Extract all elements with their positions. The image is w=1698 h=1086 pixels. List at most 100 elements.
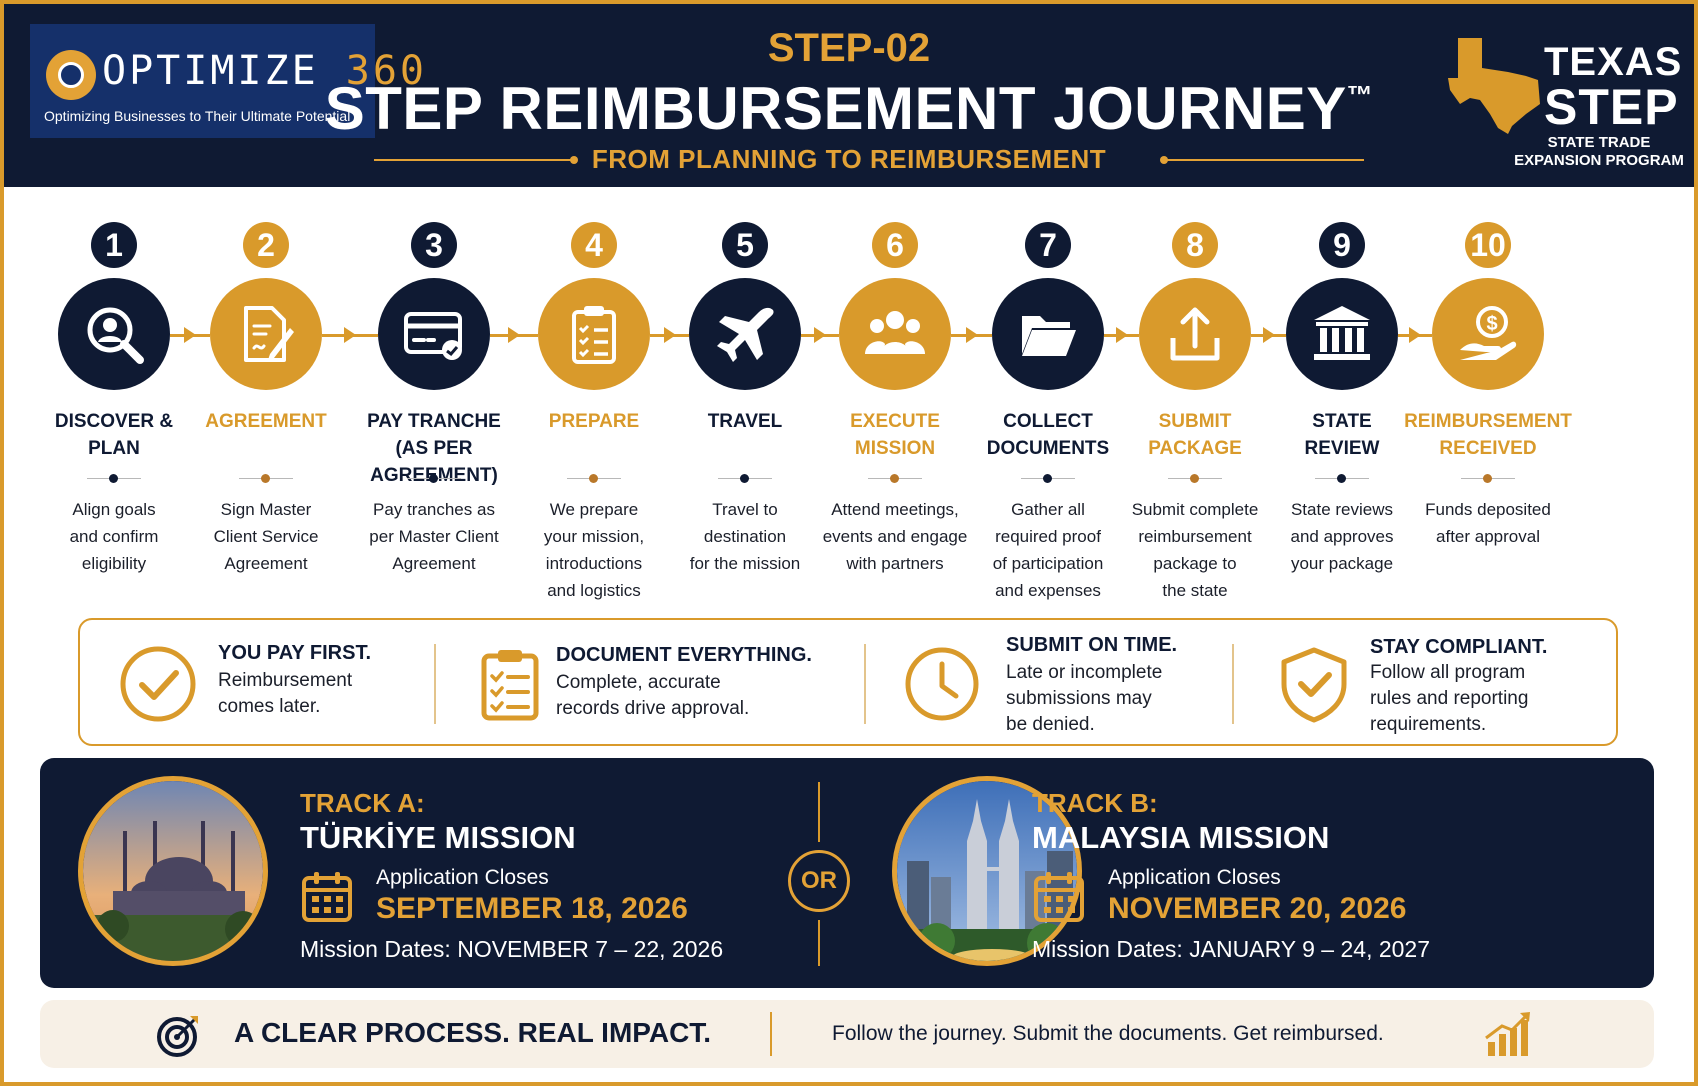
step-separator (660, 472, 830, 484)
step-connector-arrow (1115, 327, 1128, 343)
growth-chart-icon (1485, 1012, 1530, 1056)
government-building-icon (1314, 306, 1370, 360)
step-separator (29, 472, 199, 484)
step-connector-arrow (1262, 327, 1275, 343)
tip-divider (434, 644, 436, 724)
step-connector-arrow (344, 327, 356, 343)
tip-title: DOCUMENT EVERYTHING. (556, 644, 812, 666)
document-sign-icon (244, 306, 294, 362)
turkiye-mosque-photo (78, 776, 268, 966)
calendar-icon (1034, 872, 1084, 922)
step-separator (963, 472, 1133, 484)
track-b-label: TRACK B: (1032, 788, 1158, 818)
clipboard-icon (481, 650, 539, 721)
trademark-mark: ™ (1346, 80, 1374, 110)
footer-tagline: Follow the journey. Submit the documents… (832, 1022, 1384, 1045)
or-divider-top (818, 782, 820, 842)
credit-card-icon (404, 312, 462, 360)
track-a-mission-dates: Mission Dates: NOVEMBER 7 – 22, 2026 (300, 936, 724, 962)
page-subtitle: FROM PLANNING TO REIMBURSEMENT (591, 144, 1107, 174)
logo-name: OPTIMIZE 360 (102, 48, 427, 94)
step-number-badge: 10 (1465, 222, 1511, 268)
hand-money-icon: $ (1460, 306, 1517, 360)
header-banner: OPTIMIZE 360 Optimizing Businesses to Th… (4, 4, 1694, 187)
logo-name-number: 360 (345, 48, 427, 94)
step-icon-circle (839, 278, 951, 390)
page-title: STEP REIMBURSEMENT JOURNEY™ (4, 74, 1694, 143)
step-number-badge: 1 (91, 222, 137, 268)
logo-name-word: OPTIMIZE (102, 48, 319, 94)
footer-headline: A CLEAR PROCESS. REAL IMPACT. (234, 1017, 712, 1048)
footer-divider (770, 1012, 772, 1056)
or-divider-bottom (818, 920, 820, 966)
target-arrow-icon (157, 1016, 198, 1057)
step-icon-circle (1139, 278, 1251, 390)
texas-step-subtitle: STATE TRADE EXPANSION PROGRAM (1504, 134, 1694, 170)
step-separator (1110, 472, 1280, 484)
step-icon-circle (58, 278, 170, 390)
svg-text:$: $ (1486, 313, 1497, 335)
search-person-icon (87, 307, 144, 364)
step-title: PAY TRANCHE(AS PER AGREEMENT) (367, 411, 501, 486)
step-number-badge: 8 (1172, 222, 1218, 268)
subtitle-rule-left (374, 159, 572, 161)
clock-icon (905, 647, 979, 721)
mission-tracks-panel: TRACK A: TÜRKİYE MISSION Application Clo… (40, 758, 1654, 988)
step-number-badge: 3 (411, 222, 457, 268)
texas-step-sub2: EXPANSION PROGRAM (1514, 152, 1684, 169)
tip-divider (864, 644, 866, 724)
logo-tagline: Optimizing Businesses to Their Ultimate … (44, 108, 351, 124)
footer-banner: A CLEAR PROCESS. REAL IMPACT. Follow the… (40, 1000, 1654, 1068)
step-separator (810, 472, 980, 484)
step-number-badge: 7 (1025, 222, 1071, 268)
clipboard-checklist-icon (572, 306, 616, 364)
page-title-text: STEP REIMBURSEMENT JOURNEY (324, 75, 1347, 142)
step-connector-arrow (1409, 327, 1421, 343)
subtitle-rule-right (1166, 159, 1364, 161)
upload-icon (1170, 307, 1220, 361)
folder-icon (1022, 316, 1076, 356)
step-number-badge: 5 (722, 222, 768, 268)
step-separator (349, 472, 519, 484)
step-separator (509, 472, 679, 484)
tip-title: YOU PAY FIRST. (218, 642, 372, 664)
step-icon-circle (689, 278, 801, 390)
step-icon-circle (378, 278, 490, 390)
step-icon-circle (992, 278, 1104, 390)
tip-divider (1232, 644, 1234, 724)
step-connector-arrow (508, 327, 520, 343)
or-badge: OR (788, 850, 850, 912)
track-a-label: TRACK A: (300, 788, 425, 818)
track-b-close-date: NOVEMBER 20, 2026 (1108, 892, 1407, 925)
step-icon-circle (538, 278, 650, 390)
step-number-badge: 2 (243, 222, 289, 268)
track-b-closes-label: Application Closes (1108, 866, 1281, 889)
malaysia-skyline-photo (892, 776, 1082, 966)
step-number-badge: 9 (1319, 222, 1365, 268)
shield-check-icon (1281, 647, 1347, 723)
tip-title: STAY COMPLIANT. (1370, 636, 1548, 658)
